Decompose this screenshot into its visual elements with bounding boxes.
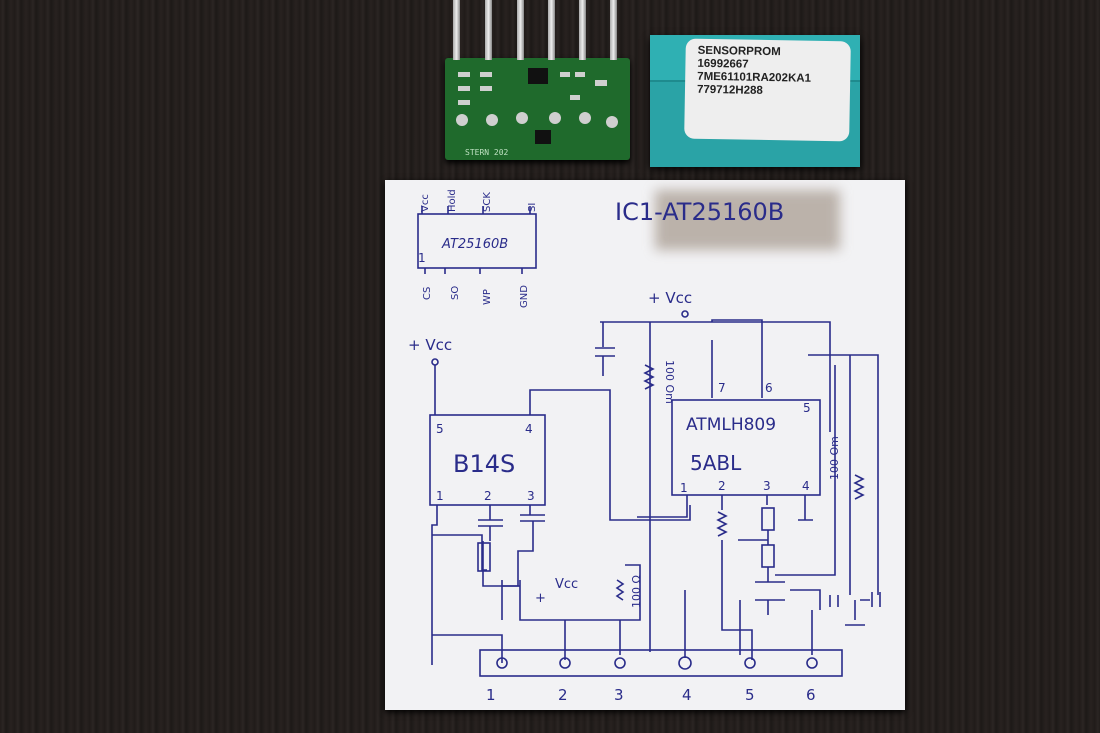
eeprom-pin1-label: 1 xyxy=(418,251,426,265)
connector-pin-3: 3 xyxy=(614,686,624,704)
schematic-title: IC1-AT25160B xyxy=(615,198,784,226)
eeprom-pin-gnd: GND xyxy=(519,285,530,308)
eeprom-chip-outline xyxy=(417,213,537,269)
connector-pin-1: 1 xyxy=(486,686,496,704)
svg-text:STERN 202: STERN 202 xyxy=(465,148,509,157)
vcc-inner-label: Vcc xyxy=(555,577,578,592)
atmlh-line1: ATMLH809 xyxy=(686,415,776,435)
eeprom-pin-so: SO xyxy=(450,286,461,300)
vcc-left-label: + Vcc xyxy=(408,336,452,354)
connector-holes xyxy=(496,656,818,670)
eeprom-pin-hold: Hold xyxy=(447,189,458,212)
atmlh-pin4: 4 xyxy=(802,479,810,493)
connector-pin-2: 2 xyxy=(558,686,568,704)
atmlh-pin7: 7 xyxy=(718,381,726,395)
inner-plus-label: + xyxy=(535,591,546,606)
connector-pin-4: 4 xyxy=(682,686,692,704)
atmlh-pin3: 3 xyxy=(763,479,771,493)
atmlh-pin5: 5 xyxy=(803,401,811,415)
eeprom-name: AT25160B xyxy=(441,237,508,252)
atmlh-pin2: 2 xyxy=(718,479,726,493)
b14s-pin2: 2 xyxy=(484,489,492,503)
atmlh809-outline xyxy=(671,399,821,496)
eeprom-pin-vcc: Vcc xyxy=(420,194,431,212)
connector-strip xyxy=(479,649,843,677)
shadow xyxy=(655,190,840,250)
b14s-pin1: 1 xyxy=(436,489,444,503)
eeprom-pin-wp: WP xyxy=(482,289,493,305)
connector-pin-5: 5 xyxy=(745,686,755,704)
resistor-top-label: 100 Om xyxy=(663,360,676,404)
b14s-outline xyxy=(429,414,546,506)
b14s-pin3: 3 xyxy=(527,489,535,503)
vcc-top-label: + Vcc xyxy=(648,289,692,307)
b14s-pin5: 5 xyxy=(436,422,444,436)
connector-pin-6: 6 xyxy=(806,686,816,704)
b14s-name: B14S xyxy=(453,450,515,478)
atmlh-pin6: 6 xyxy=(765,381,773,395)
atmlh-pin1: 1 xyxy=(680,481,688,495)
eeprom-pin-cs: CS xyxy=(422,287,433,300)
eeprom-pin-sck: SCK xyxy=(482,192,493,212)
resistor-inner-label: 100 Ω xyxy=(630,575,643,608)
eeprom-pin-si: SI xyxy=(527,203,538,212)
atmlh-line2: 5ABL xyxy=(690,451,742,475)
b14s-pin4: 4 xyxy=(525,422,533,436)
resistor-right-label: 100 Om xyxy=(828,436,841,480)
